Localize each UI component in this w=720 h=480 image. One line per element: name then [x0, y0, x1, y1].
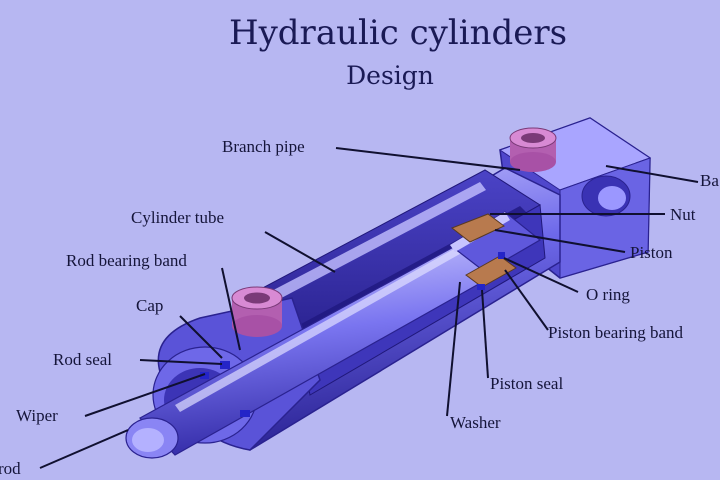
label-piston-seal: Piston seal: [490, 374, 563, 393]
label-rod-seal: Rod seal: [53, 350, 112, 369]
o-ring: [498, 252, 505, 259]
label-rod: rod: [0, 459, 21, 478]
rod-seal-lower: [240, 410, 250, 417]
label-cap: Cap: [136, 296, 163, 315]
piston-seal: [477, 284, 485, 290]
label-cylinder-tube: Cylinder tube: [131, 208, 224, 227]
label-o-ring: O ring: [586, 285, 630, 304]
branch-pipe-front: [232, 287, 282, 337]
branch-pipe-rear: [510, 128, 556, 172]
label-washer: Washer: [450, 413, 501, 432]
label-wiper: Wiper: [16, 406, 58, 425]
label-branch-pipe: Branch pipe: [222, 137, 305, 156]
diagram-title: Hydraulic cylinders: [229, 13, 567, 53]
label-nut: Nut: [670, 205, 696, 224]
diagram-subtitle: Design: [346, 61, 434, 90]
label-piston: Piston: [630, 243, 673, 262]
label-base: Ba: [700, 171, 719, 190]
label-rod-bearing-band: Rod bearing band: [66, 251, 187, 270]
rod-seal: [220, 361, 230, 369]
label-piston-bearing-band: Piston bearing band: [548, 323, 684, 342]
